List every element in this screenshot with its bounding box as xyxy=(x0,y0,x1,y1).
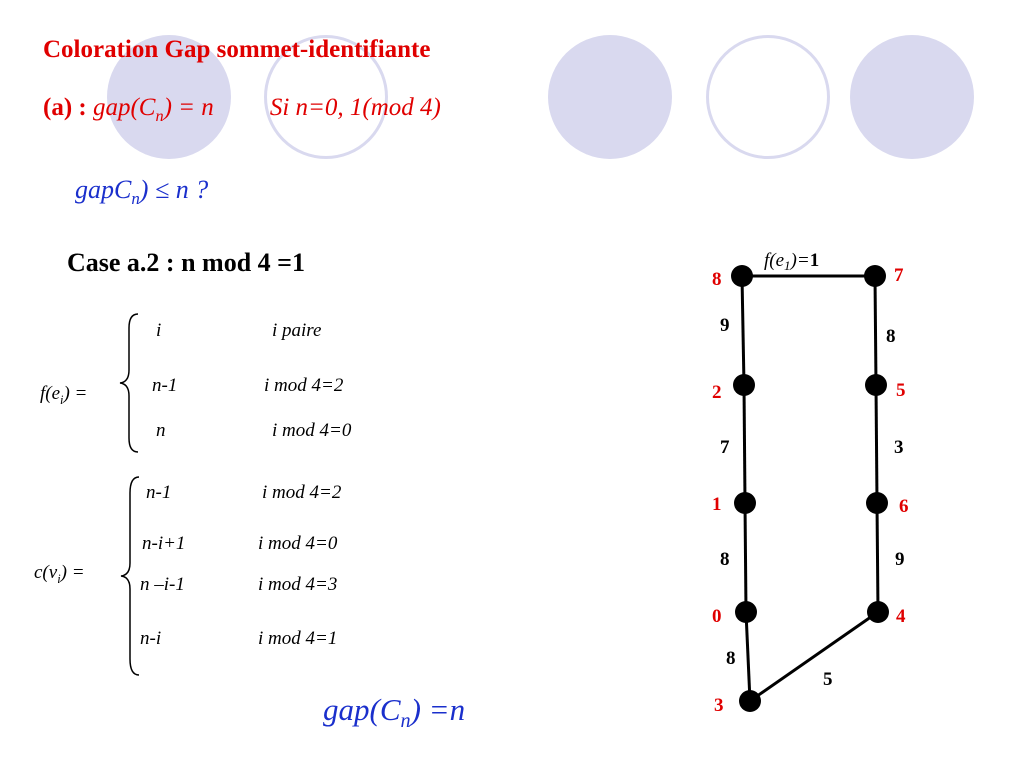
decor-ring-1 xyxy=(264,35,388,159)
c-row-1-cond: i mod 4=2 xyxy=(262,482,342,503)
top-edge-label: f(e1)=1 xyxy=(764,250,819,273)
vertex-label: 6 xyxy=(899,496,909,517)
cycle-graph: f(e1)=1 8 7 2 5 1 6 0 4 3 9 8 7 3 8 9 8 … xyxy=(712,250,909,716)
graph-node xyxy=(867,601,889,623)
result-line: gap(Cn) =n xyxy=(323,692,466,733)
c-row-4-value: n-i xyxy=(140,628,162,649)
graph-node xyxy=(866,492,888,514)
decor-circle-1 xyxy=(107,35,231,159)
statement-a-prefix: (a) : xyxy=(43,94,93,121)
f-def-lhs: f(ei) = xyxy=(40,383,88,407)
graph-node xyxy=(864,265,886,287)
vertex-label: 1 xyxy=(712,494,722,515)
graph-node xyxy=(733,374,755,396)
edge-label: 8 xyxy=(886,326,896,347)
vertex-label: 0 xyxy=(712,606,722,627)
question-line: gapCn) ≤ n ? xyxy=(75,175,209,209)
decor-circle-2 xyxy=(548,35,672,159)
edge-left-1 xyxy=(740,275,746,386)
c-row-4-cond: i mod 4=1 xyxy=(258,628,338,649)
decor-ring-2 xyxy=(706,35,830,159)
edge-left-4 xyxy=(744,611,752,702)
slide-title: Coloration Gap sommet-identifiante xyxy=(43,36,431,63)
edge-label: 5 xyxy=(823,669,833,690)
statement-a-expr: gap(Cn) = n xyxy=(92,94,214,125)
case-title: Case a.2 : n mod 4 =1 xyxy=(67,248,305,277)
c-def-lhs: c(vi) = xyxy=(34,562,85,586)
edge-left-2 xyxy=(742,384,747,504)
edge-right-3 xyxy=(875,502,880,613)
graph-node xyxy=(735,601,757,623)
vertex-label: 7 xyxy=(894,265,904,286)
f-row-2-cond: i mod 4=2 xyxy=(264,375,344,396)
f-row-1-value: i xyxy=(156,320,162,341)
vertex-label: 8 xyxy=(712,269,722,290)
edge-label: 8 xyxy=(726,648,736,669)
statement-a: (a) : gap(Cn) = n Si n=0, 1(mod 4) xyxy=(43,94,441,126)
f-row-2-value: n-1 xyxy=(152,375,178,396)
edge-right-2 xyxy=(874,384,879,504)
graph-node xyxy=(739,690,761,712)
graph-node xyxy=(734,492,756,514)
graph-node xyxy=(865,374,887,396)
edge-label: 3 xyxy=(894,437,904,458)
c-row-3-cond: i mod 4=3 xyxy=(258,574,338,595)
edge-label: 8 xyxy=(720,549,730,570)
c-def-brace xyxy=(120,476,140,676)
graph-nodes xyxy=(731,265,889,712)
vertex-label: 5 xyxy=(896,380,906,401)
f-row-1-cond: i paire xyxy=(272,320,322,341)
decor-circle-3 xyxy=(850,35,974,159)
c-row-2-cond: i mod 4=0 xyxy=(258,533,338,554)
graph-node xyxy=(731,265,753,287)
edge-bottom-diag xyxy=(749,610,879,703)
vertex-label: 4 xyxy=(896,606,906,627)
c-row-3-value: n –i-1 xyxy=(140,574,185,595)
c-row-1-value: n-1 xyxy=(146,482,172,503)
c-row-2-value: n-i+1 xyxy=(142,533,186,554)
vertex-label: 3 xyxy=(714,695,724,716)
f-def-brace xyxy=(119,313,139,453)
f-row-3-value: n xyxy=(156,420,166,441)
edge-left-3 xyxy=(743,502,748,613)
f-row-3-cond: i mod 4=0 xyxy=(272,420,352,441)
edge-right-1 xyxy=(873,275,878,386)
statement-a-condition: Si n=0, 1(mod 4) xyxy=(269,94,441,121)
edge-label: 9 xyxy=(895,549,905,570)
edge-label: 9 xyxy=(720,315,730,336)
vertex-label: 2 xyxy=(712,382,722,403)
graph-edges xyxy=(740,274,880,703)
edge-label: 7 xyxy=(720,437,730,458)
